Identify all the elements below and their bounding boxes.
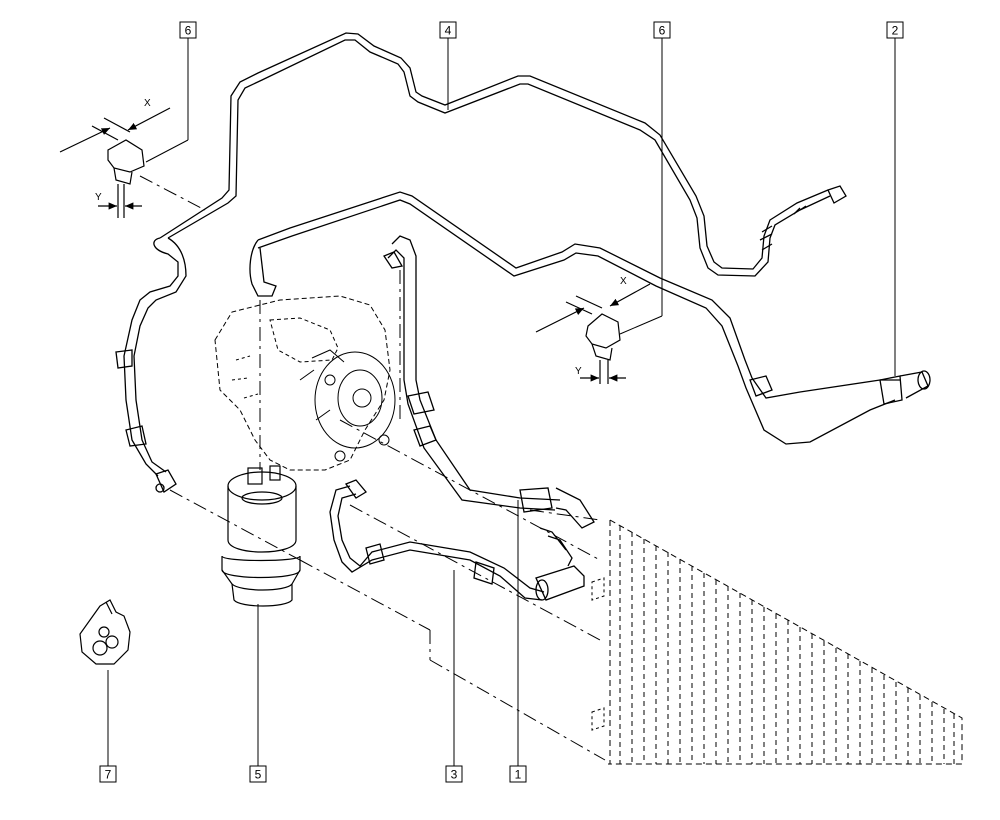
svg-text:1: 1 [515,768,522,782]
svg-text:5: 5 [255,768,262,782]
connector-detail-right [535,283,651,384]
condenser [591,519,963,765]
svg-text:6: 6 [659,24,666,38]
compressor [214,295,396,471]
svg-text:2: 2 [892,24,899,38]
pipe-2 [249,191,931,445]
svg-text:4: 4 [445,24,452,38]
construction-lines [139,175,606,761]
callout-6-left: 6 [179,21,197,39]
callout-1: 1 [509,765,527,783]
pipe-clamp [79,599,131,665]
callout-7: 7 [99,765,117,783]
callout-4: 4 [439,21,457,39]
dim-y-left: Y [95,192,102,203]
callout-3: 3 [445,765,463,783]
connector-detail-left [59,107,171,218]
pipe-1 [383,235,595,529]
callout-6-right: 6 [653,21,671,39]
pipe-4 [159,32,847,277]
svg-text:6: 6 [185,24,192,38]
callout-5: 5 [249,765,267,783]
dim-x-right: X [620,276,627,287]
condenser-fins [619,526,955,764]
receiver-drier [221,465,301,607]
svg-text:3: 3 [451,768,458,782]
callout-2: 2 [886,21,904,39]
dim-y-right: Y [575,366,582,377]
pipe-3 [329,479,585,601]
pipe-4-lower [115,237,187,493]
svg-text:7: 7 [105,768,112,782]
dim-x-left: X [144,98,151,109]
leader-lines [107,38,896,766]
